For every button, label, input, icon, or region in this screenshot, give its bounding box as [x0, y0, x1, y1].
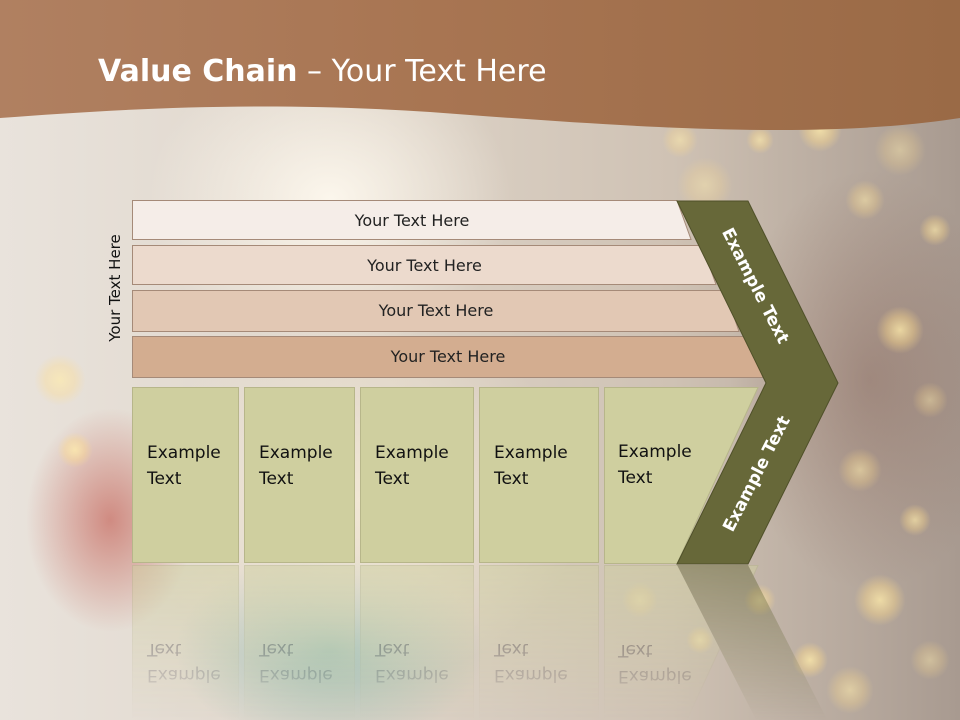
- box-4: Example Text: [479, 387, 599, 563]
- bar-3: Your Text Here: [132, 290, 740, 332]
- bokeh-light: [57, 432, 93, 468]
- bokeh-light: [912, 382, 948, 418]
- box-5: Example Text: [604, 387, 724, 563]
- reflection-box-3: Example Text: [360, 565, 474, 720]
- slide-title: Value Chain – Your Text Here: [98, 54, 547, 89]
- box-2-text: Example Text: [259, 443, 333, 489]
- box-2: Example Text: [244, 387, 355, 563]
- reflection-box-1: Example Text: [132, 565, 239, 720]
- bar-1-shape: [132, 200, 692, 240]
- bokeh-light: [874, 124, 926, 176]
- bokeh-light: [919, 214, 951, 246]
- bar-1-label: Your Text Here: [354, 210, 470, 230]
- slide-title-bold: Value Chain: [98, 54, 298, 89]
- box-5-text: Example Text: [618, 442, 692, 488]
- box-1: Example Text: [132, 387, 239, 563]
- bokeh-light: [845, 180, 885, 220]
- bar-2: Your Text Here: [132, 245, 717, 285]
- reflection-box-5-text: Example Text: [618, 640, 692, 686]
- box-3-text: Example Text: [375, 443, 449, 489]
- box-1-text: Example Text: [147, 443, 221, 489]
- bar-3-label: Your Text Here: [378, 300, 494, 320]
- chevron-arrow: [676, 200, 839, 565]
- reflection-box-4: Example Text: [479, 565, 599, 720]
- bokeh-light: [910, 640, 950, 680]
- bokeh-light: [34, 354, 86, 406]
- side-label: Your Text Here: [106, 234, 124, 342]
- bokeh-light: [854, 574, 906, 626]
- boxes-reflection: Example Text Example Text Example Text E…: [0, 565, 960, 720]
- bar-1: Your Text Here: [132, 200, 692, 240]
- reflection-box-5-and-chevron: [604, 565, 838, 720]
- bar-2-label: Your Text Here: [367, 255, 482, 275]
- bokeh-light: [899, 504, 931, 536]
- bokeh-light: [826, 666, 874, 714]
- bar-4: Your Text Here: [132, 336, 764, 378]
- bokeh-light: [838, 448, 882, 492]
- header-band: [0, 0, 960, 130]
- slide-title-rest: – Your Text Here: [297, 54, 547, 89]
- bokeh-light: [746, 126, 774, 154]
- bar-4-label: Your Text Here: [390, 346, 506, 366]
- reflection-box-2: Example Text: [244, 565, 355, 720]
- box-4-text: Example Text: [494, 443, 568, 489]
- reflection-inner: Example Text Example Text Example Text E…: [0, 565, 960, 720]
- bar-3-shape: [132, 290, 740, 332]
- bar-2-shape: [132, 245, 717, 285]
- bokeh-light: [876, 306, 924, 354]
- box-3: Example Text: [360, 387, 474, 563]
